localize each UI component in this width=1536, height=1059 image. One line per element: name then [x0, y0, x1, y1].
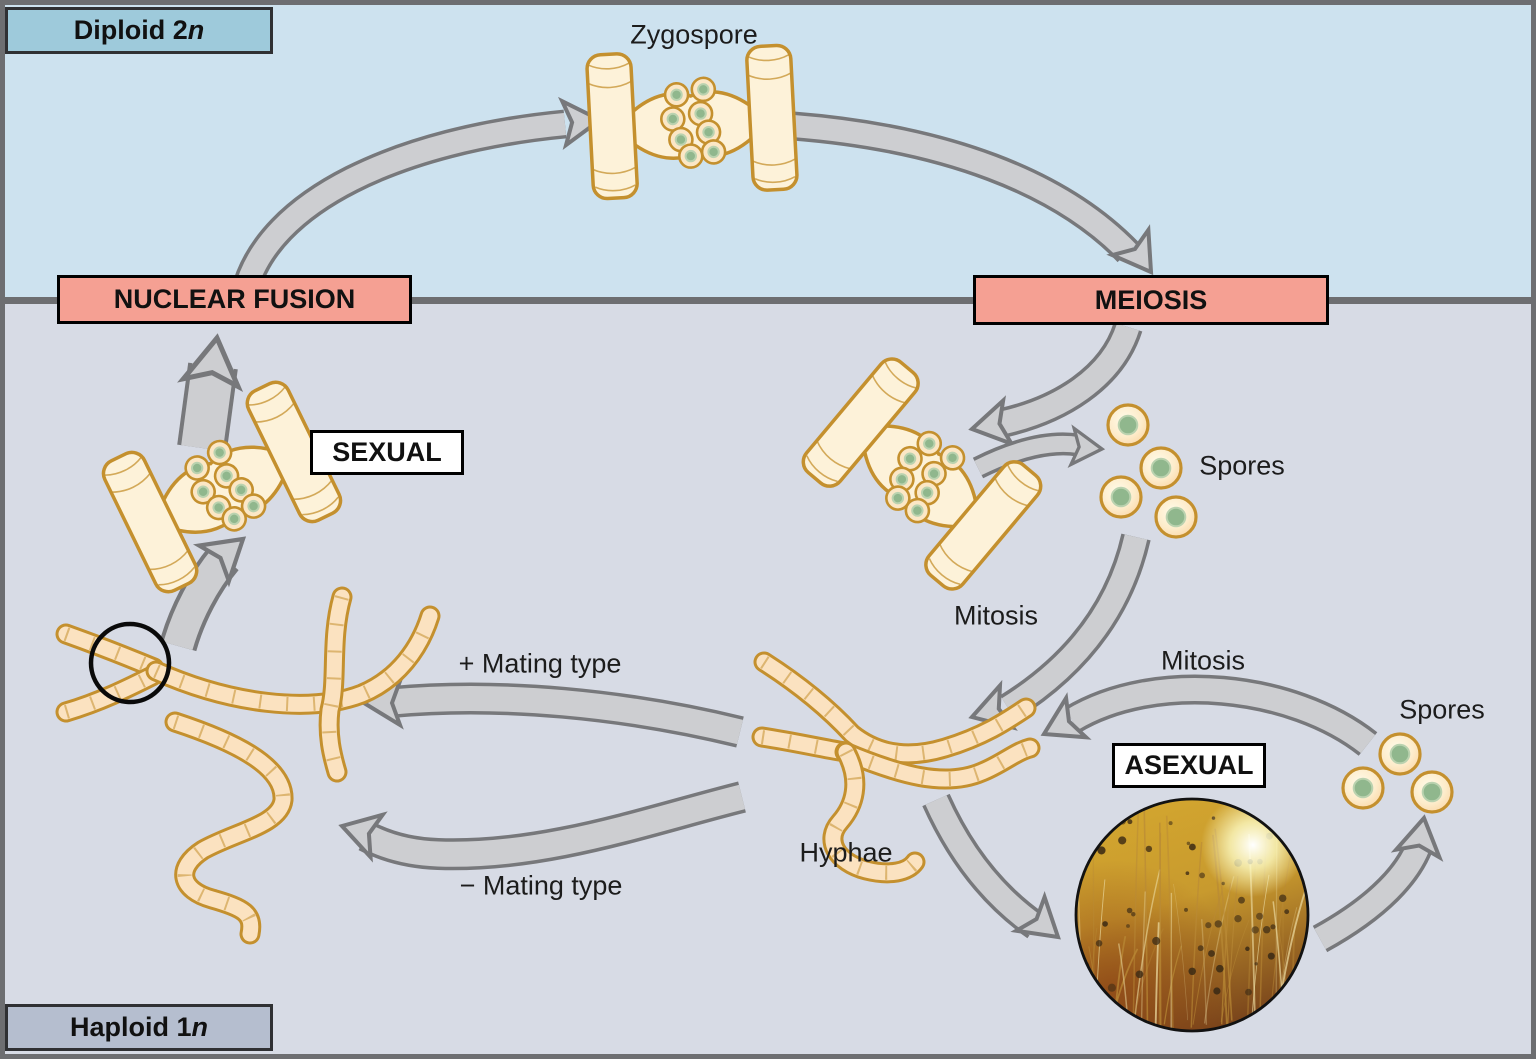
ploidy-divider-line: [0, 297, 1536, 304]
mating-junction-circle: [88, 621, 172, 705]
diploid-label-text: Diploid 2: [73, 15, 188, 45]
spores-meiosis-label: Spores: [1199, 450, 1285, 481]
diploid-label-suffix: n: [187, 15, 205, 45]
mold-micrograph-photo: [1074, 797, 1310, 1033]
sexual-box: SEXUAL: [310, 430, 464, 475]
mitosis-sexual-label: Mitosis: [953, 600, 1039, 631]
hyphae-label: Hyphae: [799, 837, 893, 868]
spores-asexual-label: Spores: [1399, 694, 1485, 725]
nuclear-fusion-box: NUCLEAR FUSION: [57, 275, 412, 324]
spores-asexual: [1341, 732, 1454, 814]
mitosis-asexual-label: Mitosis: [1160, 645, 1246, 676]
meiosis-box: MEIOSIS: [973, 275, 1329, 325]
mating-minus-label: − Mating type: [459, 870, 623, 901]
hyphae-center: [751, 651, 1041, 884]
zygospore-label: Zygospore: [630, 19, 758, 50]
mating-plus-label: + Mating type: [458, 648, 622, 679]
haploid-label-text: Haploid 1: [69, 1012, 192, 1042]
cycle-arrows: [159, 96, 1448, 956]
spores-from-meiosis: [1099, 403, 1198, 539]
haploid-label-suffix: n: [191, 1012, 209, 1042]
mating-hyphae-left: [55, 586, 441, 945]
asexual-box: ASEXUAL: [1112, 743, 1266, 788]
